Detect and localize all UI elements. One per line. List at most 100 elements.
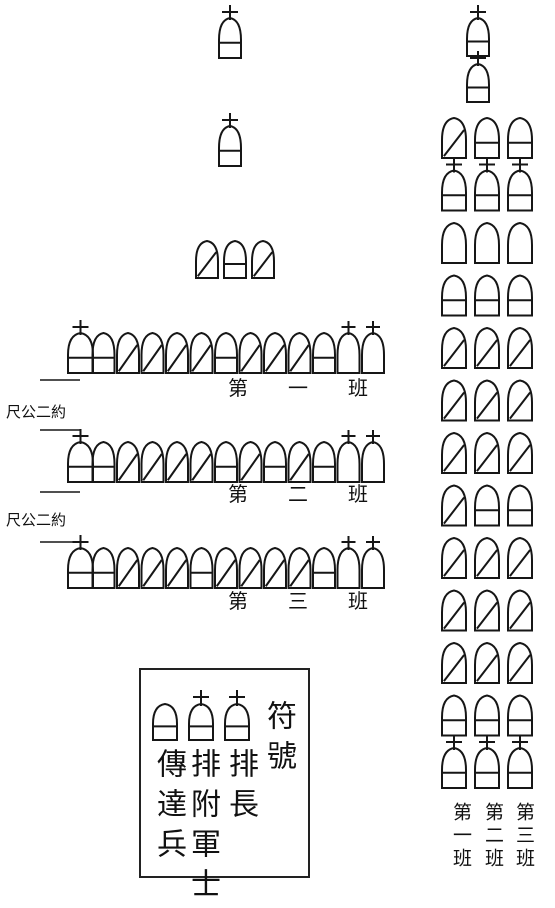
squad-member-figure bbox=[312, 331, 336, 374]
squad-member-figure bbox=[263, 331, 287, 374]
column-figure bbox=[474, 221, 500, 264]
squad-member-figure bbox=[140, 440, 165, 483]
column-figure bbox=[507, 326, 533, 369]
column-label-2: 第二班 bbox=[482, 802, 504, 871]
column-figure bbox=[474, 157, 500, 212]
legend-box: 傳達兵 排附軍士 排長 符號 bbox=[139, 668, 310, 908]
column-figure bbox=[507, 735, 533, 789]
squad-member-figure bbox=[165, 440, 189, 483]
column-figure bbox=[441, 641, 467, 684]
column-figure bbox=[507, 379, 533, 422]
column-figure bbox=[441, 221, 467, 264]
upper-leader-figure bbox=[218, 5, 242, 59]
squad-member-figure bbox=[214, 331, 238, 374]
column-figure bbox=[507, 157, 533, 212]
interval-label-2: 尺公二約 bbox=[6, 511, 67, 529]
squad-member-figure bbox=[140, 331, 165, 374]
legend-icon-messenger bbox=[152, 702, 178, 741]
column-figure bbox=[507, 221, 533, 264]
squad-member-figure bbox=[91, 546, 116, 589]
column-figure bbox=[441, 694, 467, 737]
column-head-figure bbox=[466, 5, 490, 57]
legend-title: 符號 bbox=[261, 700, 296, 780]
squad-label-2: 第二班 bbox=[228, 482, 408, 506]
squad-member-figure bbox=[165, 546, 189, 589]
column-figure bbox=[441, 735, 467, 789]
squad-member-figure bbox=[336, 546, 361, 589]
legend-col-platoon-leader: 排長 bbox=[223, 748, 258, 828]
column-figure bbox=[474, 116, 500, 159]
squad-member-figure bbox=[189, 331, 214, 374]
column-head-figure bbox=[466, 51, 490, 103]
column-label-1: 第一班 bbox=[450, 802, 472, 871]
squad-member-figure bbox=[312, 440, 336, 483]
column-figure bbox=[441, 536, 467, 579]
squad-member-figure bbox=[336, 440, 361, 483]
squad-member-figure bbox=[361, 440, 385, 483]
squad-label-3: 第三班 bbox=[228, 589, 408, 613]
formation-diagram bbox=[40, 5, 533, 789]
squad-member-figure bbox=[361, 546, 385, 589]
column-figure bbox=[474, 536, 500, 579]
squad-member-figure bbox=[361, 331, 385, 374]
column-figure bbox=[507, 694, 533, 737]
squad-member-figure bbox=[165, 331, 189, 374]
squad-member-figure bbox=[189, 546, 214, 589]
column-figure bbox=[507, 641, 533, 684]
column-figure bbox=[474, 379, 500, 422]
column-figure bbox=[441, 431, 467, 474]
upper-triple-figure bbox=[251, 239, 275, 279]
column-figure bbox=[507, 116, 533, 159]
column-label-3: 第三班 bbox=[513, 802, 535, 871]
squad-member-figure bbox=[238, 440, 263, 483]
column-figure bbox=[441, 589, 467, 632]
column-figure bbox=[474, 735, 500, 789]
squad-member-figure bbox=[91, 331, 116, 374]
squad-member-figure bbox=[238, 331, 263, 374]
column-figure bbox=[507, 484, 533, 527]
interval-label-1: 尺公二約 bbox=[6, 403, 67, 421]
column-figure bbox=[474, 484, 500, 527]
legend-icon-platoon-assistant bbox=[188, 690, 214, 741]
column-figure bbox=[507, 536, 533, 579]
upper-triple-figure bbox=[195, 239, 219, 279]
squad-member-figure bbox=[214, 546, 238, 589]
squad-member-figure bbox=[287, 331, 312, 374]
squad-member-figure bbox=[263, 546, 287, 589]
squad-member-figure bbox=[189, 440, 214, 483]
upper-triple-figure bbox=[223, 239, 247, 279]
column-figure bbox=[441, 157, 467, 212]
legend-col-platoon-assistant: 排附軍士 bbox=[185, 748, 220, 908]
column-figure bbox=[474, 641, 500, 684]
squad-leader-figure bbox=[67, 535, 94, 589]
squad-member-figure bbox=[336, 331, 361, 374]
squad-member-figure bbox=[116, 546, 140, 589]
squad-member-figure bbox=[91, 440, 116, 483]
column-figure bbox=[474, 431, 500, 474]
column-figure bbox=[507, 274, 533, 317]
squad-label-1: 第一班 bbox=[228, 376, 408, 400]
squad-member-figure bbox=[238, 546, 263, 589]
column-figure bbox=[441, 326, 467, 369]
column-figure bbox=[474, 694, 500, 737]
squad-member-figure bbox=[116, 440, 140, 483]
legend-col-messenger: 傳達兵 bbox=[151, 748, 186, 868]
column-figure bbox=[474, 326, 500, 369]
column-figure bbox=[441, 379, 467, 422]
squad-member-figure bbox=[287, 440, 312, 483]
squad-member-figure bbox=[214, 440, 238, 483]
legend-icon-platoon-leader bbox=[224, 690, 250, 741]
column-figure bbox=[441, 274, 467, 317]
squad-member-figure bbox=[140, 546, 165, 589]
upper-leader-figure bbox=[218, 113, 242, 167]
column-figure bbox=[474, 274, 500, 317]
column-figure bbox=[507, 431, 533, 474]
column-figure bbox=[507, 589, 533, 632]
squad-leader-figure bbox=[67, 429, 94, 483]
column-figure bbox=[441, 116, 467, 159]
squad-member-figure bbox=[263, 440, 287, 483]
column-figure bbox=[441, 484, 467, 527]
column-figure bbox=[474, 589, 500, 632]
squad-member-figure bbox=[287, 546, 312, 589]
squad-member-figure bbox=[312, 546, 336, 589]
